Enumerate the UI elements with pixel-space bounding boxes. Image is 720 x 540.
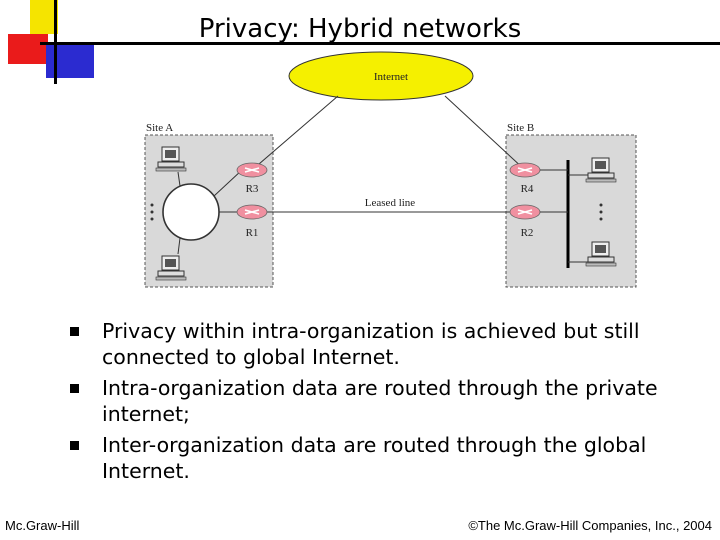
router-r1-label: R1: [246, 227, 259, 239]
router-r1-icon: [236, 204, 268, 220]
internet-label: Internet: [374, 71, 408, 83]
link-r4-internet: [444, 95, 526, 171]
bullet-item: Inter-organization data are routed throu…: [70, 432, 710, 484]
site-b-label: Site B: [507, 122, 534, 134]
link-r3-internet: [251, 95, 339, 171]
hybrid-network-diagram: Internet Leased line Site A Site B R3 R1…: [144, 51, 637, 288]
router-r3-label: R3: [246, 183, 259, 195]
router-r4-icon: [509, 162, 541, 178]
site-a-label: Site A: [146, 122, 173, 134]
bullet-text: Privacy within intra-organization is ach…: [102, 319, 640, 369]
square-bullet-icon: [70, 441, 79, 450]
slide-title: Privacy: Hybrid networks: [198, 14, 522, 44]
bullet-text: Intra-organization data are routed throu…: [102, 376, 658, 426]
bullet-item: Intra-organization data are routed throu…: [70, 375, 710, 427]
footer-copyright: ©The Mc.Graw-Hill Companies, Inc., 2004: [468, 518, 712, 533]
deco-yellow-square: [30, 0, 58, 34]
site-a-ellipsis-dots: [150, 203, 154, 221]
footer-publisher: Mc.Graw-Hill: [5, 518, 80, 533]
title-underline: [40, 42, 720, 45]
bullet-text: Inter-organization data are routed throu…: [102, 433, 647, 483]
router-r3-icon: [236, 162, 268, 178]
bullet-item: Privacy within intra-organization is ach…: [70, 318, 710, 370]
router-r2-icon: [509, 204, 541, 220]
site-b-ellipsis-dots: [599, 203, 603, 221]
router-r2-label: R2: [521, 227, 534, 239]
bullet-list: Privacy within intra-organization is ach…: [70, 318, 710, 489]
internet-cloud: [288, 51, 474, 101]
deco-red-square: [8, 34, 48, 64]
router-r4-label: R4: [521, 183, 534, 195]
site-a-ring: [162, 183, 220, 241]
leased-line-label: Leased line: [365, 197, 416, 209]
square-bullet-icon: [70, 384, 79, 393]
square-bullet-icon: [70, 327, 79, 336]
